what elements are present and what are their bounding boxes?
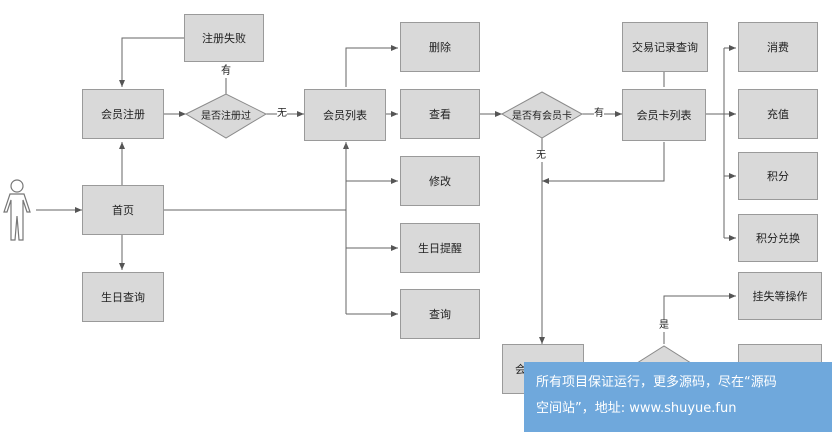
edge-label-none-below: 无 <box>536 150 546 162</box>
node-view-label: 查看 <box>429 108 451 121</box>
edge-label-none-right: 无 <box>277 108 287 120</box>
edge-fail-register <box>119 37 184 87</box>
node-recharge: 充值 <box>738 89 818 139</box>
node-home: 首页 <box>82 185 164 235</box>
diamond-register-check-label: 是否注册过 <box>201 110 251 122</box>
edge-label-has-right: 有 <box>594 108 604 120</box>
node-view: 查看 <box>400 89 480 139</box>
node-birthday-reminder: 生日提醒 <box>400 223 480 273</box>
node-card-list-label: 会员卡列表 <box>636 109 692 122</box>
node-recharge-label: 充值 <box>767 108 789 121</box>
overlay-line-1: 所有项目保证运行，更多源码，尽在“源码 <box>536 375 777 390</box>
node-modify-label: 修改 <box>429 175 451 188</box>
node-member-list: 会员列表 <box>304 89 386 141</box>
diamond-register-check <box>184 93 268 139</box>
edge-label-yes-below: 是 <box>659 320 669 332</box>
node-birthday-query: 生日查询 <box>82 272 164 322</box>
node-delete: 删除 <box>400 22 480 72</box>
node-birthday-reminder-label: 生日提醒 <box>418 242 462 255</box>
node-points: 积分 <box>738 152 818 200</box>
node-transaction-query: 交易记录查询 <box>622 22 708 72</box>
node-loss-report: 挂失等操作 <box>738 272 822 320</box>
edge-home-list <box>164 142 349 211</box>
node-card-list: 会员卡列表 <box>622 89 706 141</box>
node-consume-label: 消费 <box>767 41 789 54</box>
edge-list-delete <box>345 45 398 87</box>
node-loss-report-label: 挂失等操作 <box>752 290 808 303</box>
diamond-card-check-label: 是否有会员卡 <box>512 110 572 122</box>
node-register-fail: 注册失败 <box>184 14 264 62</box>
node-register-fail-label: 注册失败 <box>202 32 246 45</box>
node-delete-label: 删除 <box>429 41 451 54</box>
node-birthday-query-label: 生日查询 <box>101 291 145 304</box>
node-transaction-query-label: 交易记录查询 <box>632 41 698 54</box>
node-member-register: 会员注册 <box>82 89 164 139</box>
node-consume: 消费 <box>738 22 818 72</box>
diamond-card-check <box>500 91 584 139</box>
edge-cardlist-back <box>542 142 665 184</box>
node-member-register-label: 会员注册 <box>101 108 145 121</box>
node-points-exchange: 积分兑换 <box>738 214 818 262</box>
node-points-label: 积分 <box>767 170 789 183</box>
watermark-overlay: 所有项目保证运行，更多源码，尽在“源码 空间站”，地址: www.shuyue.… <box>524 362 832 432</box>
edge-bottom-loss <box>663 293 736 344</box>
node-points-exchange-label: 积分兑换 <box>756 232 800 245</box>
edge-label-has-above: 有 <box>221 66 231 78</box>
node-partial-bottom-left-label: 会 <box>515 363 526 376</box>
node-query-label: 查询 <box>429 308 451 321</box>
person-icon <box>3 179 31 241</box>
overlay-line-2: 空间站”，地址: www.shuyue.fun <box>536 401 737 416</box>
node-query: 查询 <box>400 289 480 339</box>
node-home-label: 首页 <box>112 204 134 217</box>
node-modify: 修改 <box>400 156 480 206</box>
node-member-list-label: 会员列表 <box>323 109 367 122</box>
